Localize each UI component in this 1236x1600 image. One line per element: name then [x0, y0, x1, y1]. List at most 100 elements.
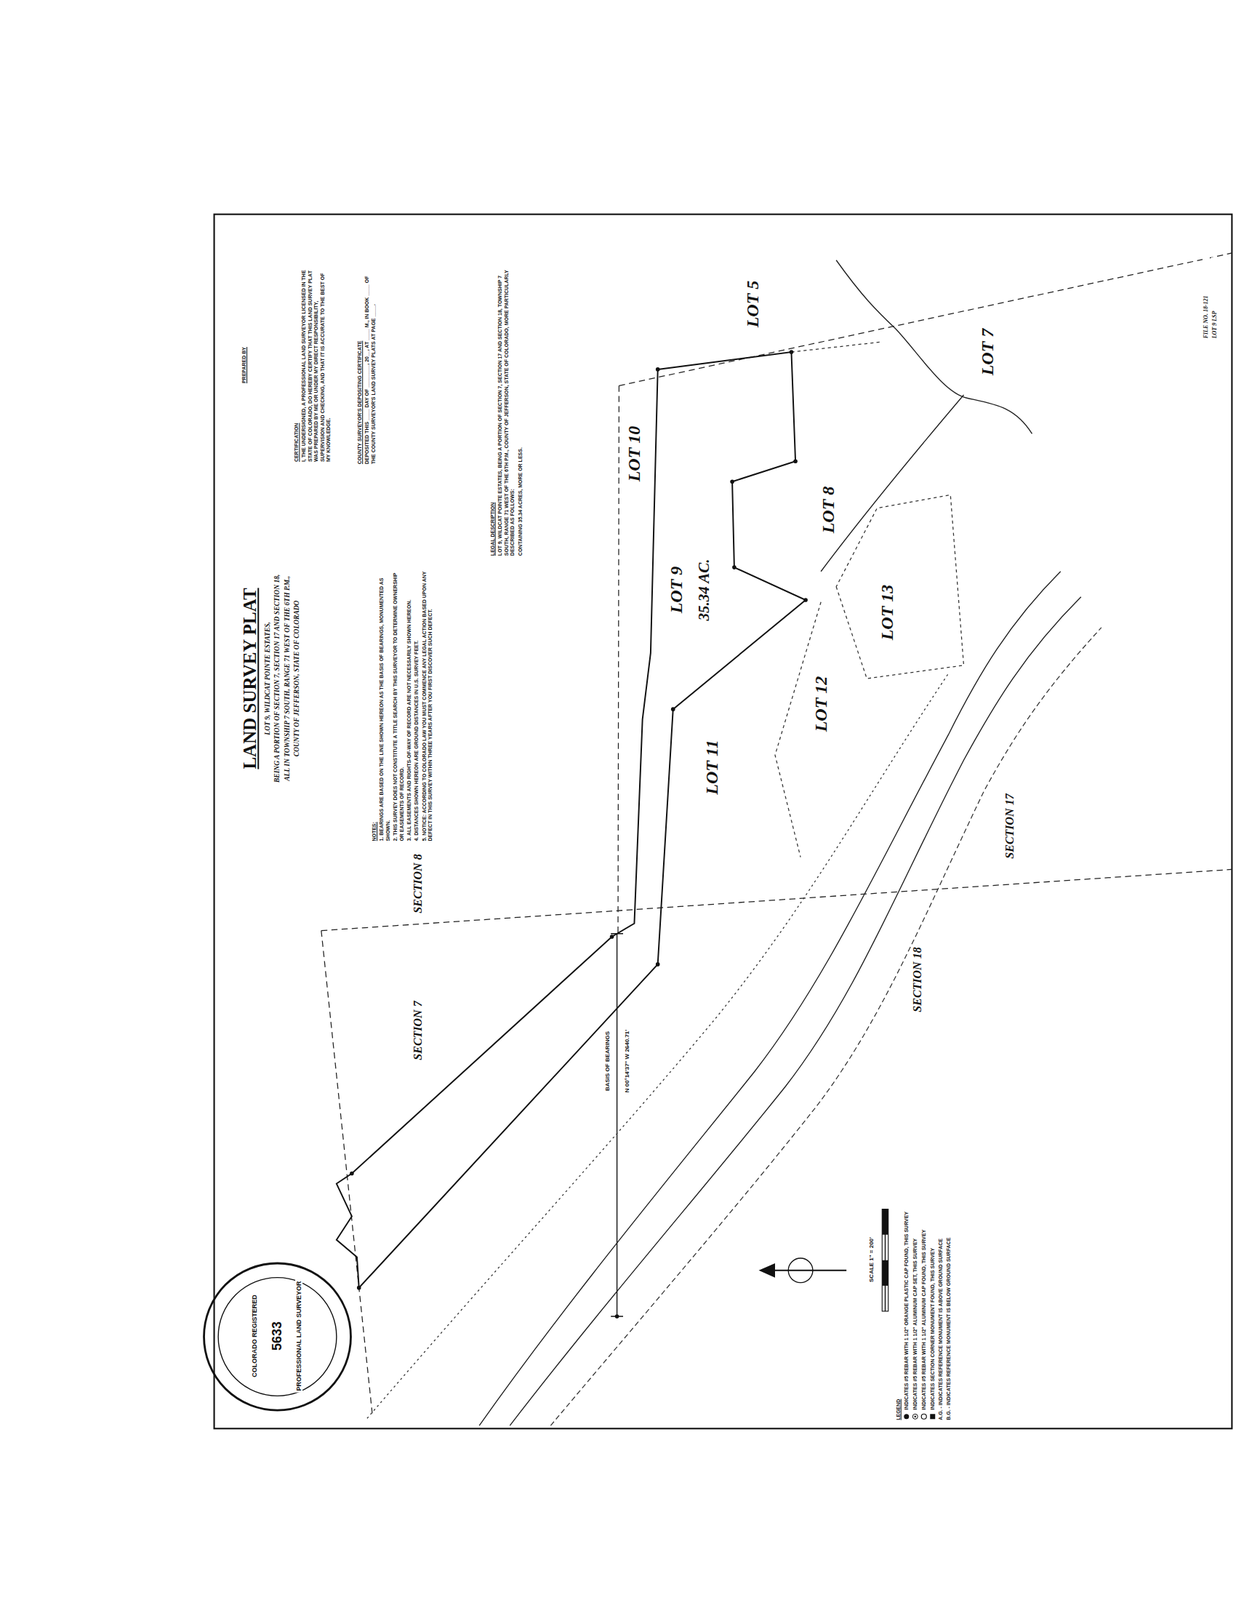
legend-marker [912, 1411, 920, 1420]
creek-line [836, 260, 1032, 435]
label-anchor: SECTION 18 [911, 945, 925, 1013]
block-text: LOT 9, WILDCAT POINTE ESTATES, BEING A P… [497, 260, 516, 557]
county-certificate-block: COUNTY SURVEYOR'S DEPOSITING CERTIFICATE… [356, 270, 398, 465]
block-text: 5. NOTICE: ACCORDING TO COLORADO LAW YOU… [421, 570, 435, 842]
label-anchor: LOT 10 [624, 424, 644, 484]
label-anchor: COLORADO REGISTERED [251, 1293, 259, 1380]
lot-label: LOT 7 [977, 327, 997, 378]
legend-marker [903, 1411, 912, 1420]
legend-text: INDICATES #5 REBAR WITH 1 1/2" ORANGE PL… [903, 1211, 910, 1410]
block-text: CONTAINING 35.34 ACRES, MORE OR LESS. [516, 260, 523, 557]
monument [671, 706, 676, 712]
legend-text: INDICATES #5 REBAR WITH 1 1/2" ALUMINUM … [921, 1228, 927, 1410]
road-edge [550, 627, 1101, 1426]
monument [732, 564, 737, 570]
legend-block: LEGENDINDICATES #5 REBAR WITH 1 1/2" ORA… [895, 1142, 985, 1420]
block-heading: LEGEND [895, 1142, 902, 1420]
block-text: BEING A PORTION OF SECTION 7, SECTION 17… [274, 553, 283, 804]
lot-line [791, 341, 882, 352]
drive-line [820, 394, 964, 572]
section-label: SECTION 8 [411, 852, 424, 914]
label-anchor: SECTION 17 [1003, 791, 1017, 860]
block-heading: NOTES: [371, 570, 378, 842]
lot-line [836, 494, 964, 679]
certification-block: CERTIFICATIONI, THE UNDERSIGNED, A PROFE… [293, 268, 349, 463]
basis-label: BASIS OF BEARINGS [604, 1029, 611, 1093]
block-text: ALL IN TOWNSHIP 7 SOUTH, RANGE 71 WEST O… [283, 553, 292, 804]
block-text: DEPOSITED THIS ____ DAY OF ________, 20_… [364, 270, 377, 465]
seal-text: PROFESSIONAL LAND SURVEYOR [295, 1279, 303, 1393]
section-label: SECTION 17 [1003, 791, 1016, 860]
monument-markers [349, 349, 808, 1319]
seal-text: COLORADO REGISTERED [250, 1293, 259, 1380]
legend-marker [929, 1411, 938, 1420]
road-line [479, 571, 1061, 1426]
section-line [321, 930, 373, 1414]
block-text: 2. THIS SURVEY DOES NOT CONSTITUTE A TIT… [392, 570, 405, 842]
block-text: LOT 9, WILDCAT POINTE ESTATES, [263, 553, 272, 804]
section-line [618, 253, 1232, 386]
scale-bar [881, 1209, 888, 1235]
monument [789, 349, 794, 355]
basis-tick [610, 933, 624, 1316]
label-anchor: LOT 12 [811, 673, 831, 733]
subtitle-block: LOT 9, WILDCAT POINTE ESTATES,BEING A PO… [263, 553, 309, 804]
label-anchor: 5633 [270, 1319, 286, 1352]
monument [655, 367, 661, 372]
label-anchor: LOT 13 [877, 582, 897, 642]
block-text: 1. BEARINGS ARE BASED ON THE LINE SHOWN … [379, 570, 392, 842]
legend-marker [921, 1411, 929, 1420]
section-line [321, 868, 1233, 930]
lot-label: LOT 11 [702, 737, 722, 796]
monument [615, 1313, 620, 1319]
legend-text: INDICATES #5 REBAR WITH 1 1/2" ALUMINUM … [912, 1237, 919, 1410]
block-heading: PREPARED BY [241, 309, 248, 421]
label-anchor: LOT 9 [666, 564, 686, 615]
label-anchor: BASIS OF BEARINGS [604, 1029, 612, 1093]
block-text: I, THE UNDERSIGNED, A PROFESSIONAL LAND … [301, 268, 332, 463]
legend-row: INDICATES #5 REBAR WITH 1 1/2" ALUMINUM … [912, 1142, 920, 1420]
north-arrow [764, 1269, 847, 1271]
seal-number: 5633 [269, 1319, 285, 1352]
lot-label: LOT 13 [877, 582, 897, 642]
block-heading: LEGAL DESCRIPTION [489, 260, 496, 557]
monument [610, 934, 615, 939]
section-line [618, 385, 619, 933]
legend-row: INDICATES #5 REBAR WITH 1 1/2" ALUMINUM … [921, 1142, 929, 1420]
lot-label: LOT 9 [666, 564, 686, 615]
monument [729, 479, 735, 484]
lot-label: LOT 12 [811, 673, 831, 733]
scale-bar [881, 1259, 888, 1286]
label-anchor: SECTION 8 [411, 852, 425, 914]
legend-row: INDICATES #5 REBAR WITH 1 1/2" ORANGE PL… [903, 1142, 912, 1420]
label-anchor: 35.34 AC. [695, 556, 713, 622]
section-label: SECTION 18 [911, 945, 925, 1013]
label-anchor: SCALE 1" = 200' [868, 1235, 876, 1284]
block-heading: COUNTY SURVEYOR'S DEPOSITING CERTIFICATE [356, 270, 363, 465]
sheet-border [214, 214, 1233, 1429]
section-label: SECTION 7 [411, 998, 424, 1061]
monument [349, 1171, 355, 1176]
lot-label: LOT 8 [818, 484, 838, 536]
monument [356, 1285, 362, 1290]
label-anchor: LOT 7 [977, 327, 997, 378]
legend-row: INDICATES SECTION CORNER MONUMENT FOUND,… [929, 1142, 938, 1420]
monument [655, 961, 661, 967]
monument [793, 458, 798, 464]
label-anchor: LAND SURVEY PLAT [239, 586, 261, 770]
label-anchor: PROFESSIONAL LAND SURVEYOR [295, 1279, 304, 1393]
block-text: B.G. - INDICATES REFERENCE MONUMENT IS B… [945, 1142, 952, 1420]
prepared-by-block: PREPARED BY [241, 309, 272, 421]
lot-label: LOT 10 [624, 424, 644, 484]
scale-bar [881, 1209, 888, 1311]
label-anchor: SECTION 7 [411, 998, 425, 1061]
block-text: FILE NO. 18-121 [1202, 256, 1210, 339]
bearing-label: N 00°14'37" W 2640.71' [623, 1028, 630, 1094]
surveyor-seal [204, 1262, 352, 1410]
scale-label: SCALE 1" = 200' [868, 1235, 875, 1284]
lot-area: 35.34 AC. [695, 556, 713, 622]
lot-boundary [336, 351, 806, 1288]
plat-title: LAND SURVEY PLAT [239, 586, 260, 770]
